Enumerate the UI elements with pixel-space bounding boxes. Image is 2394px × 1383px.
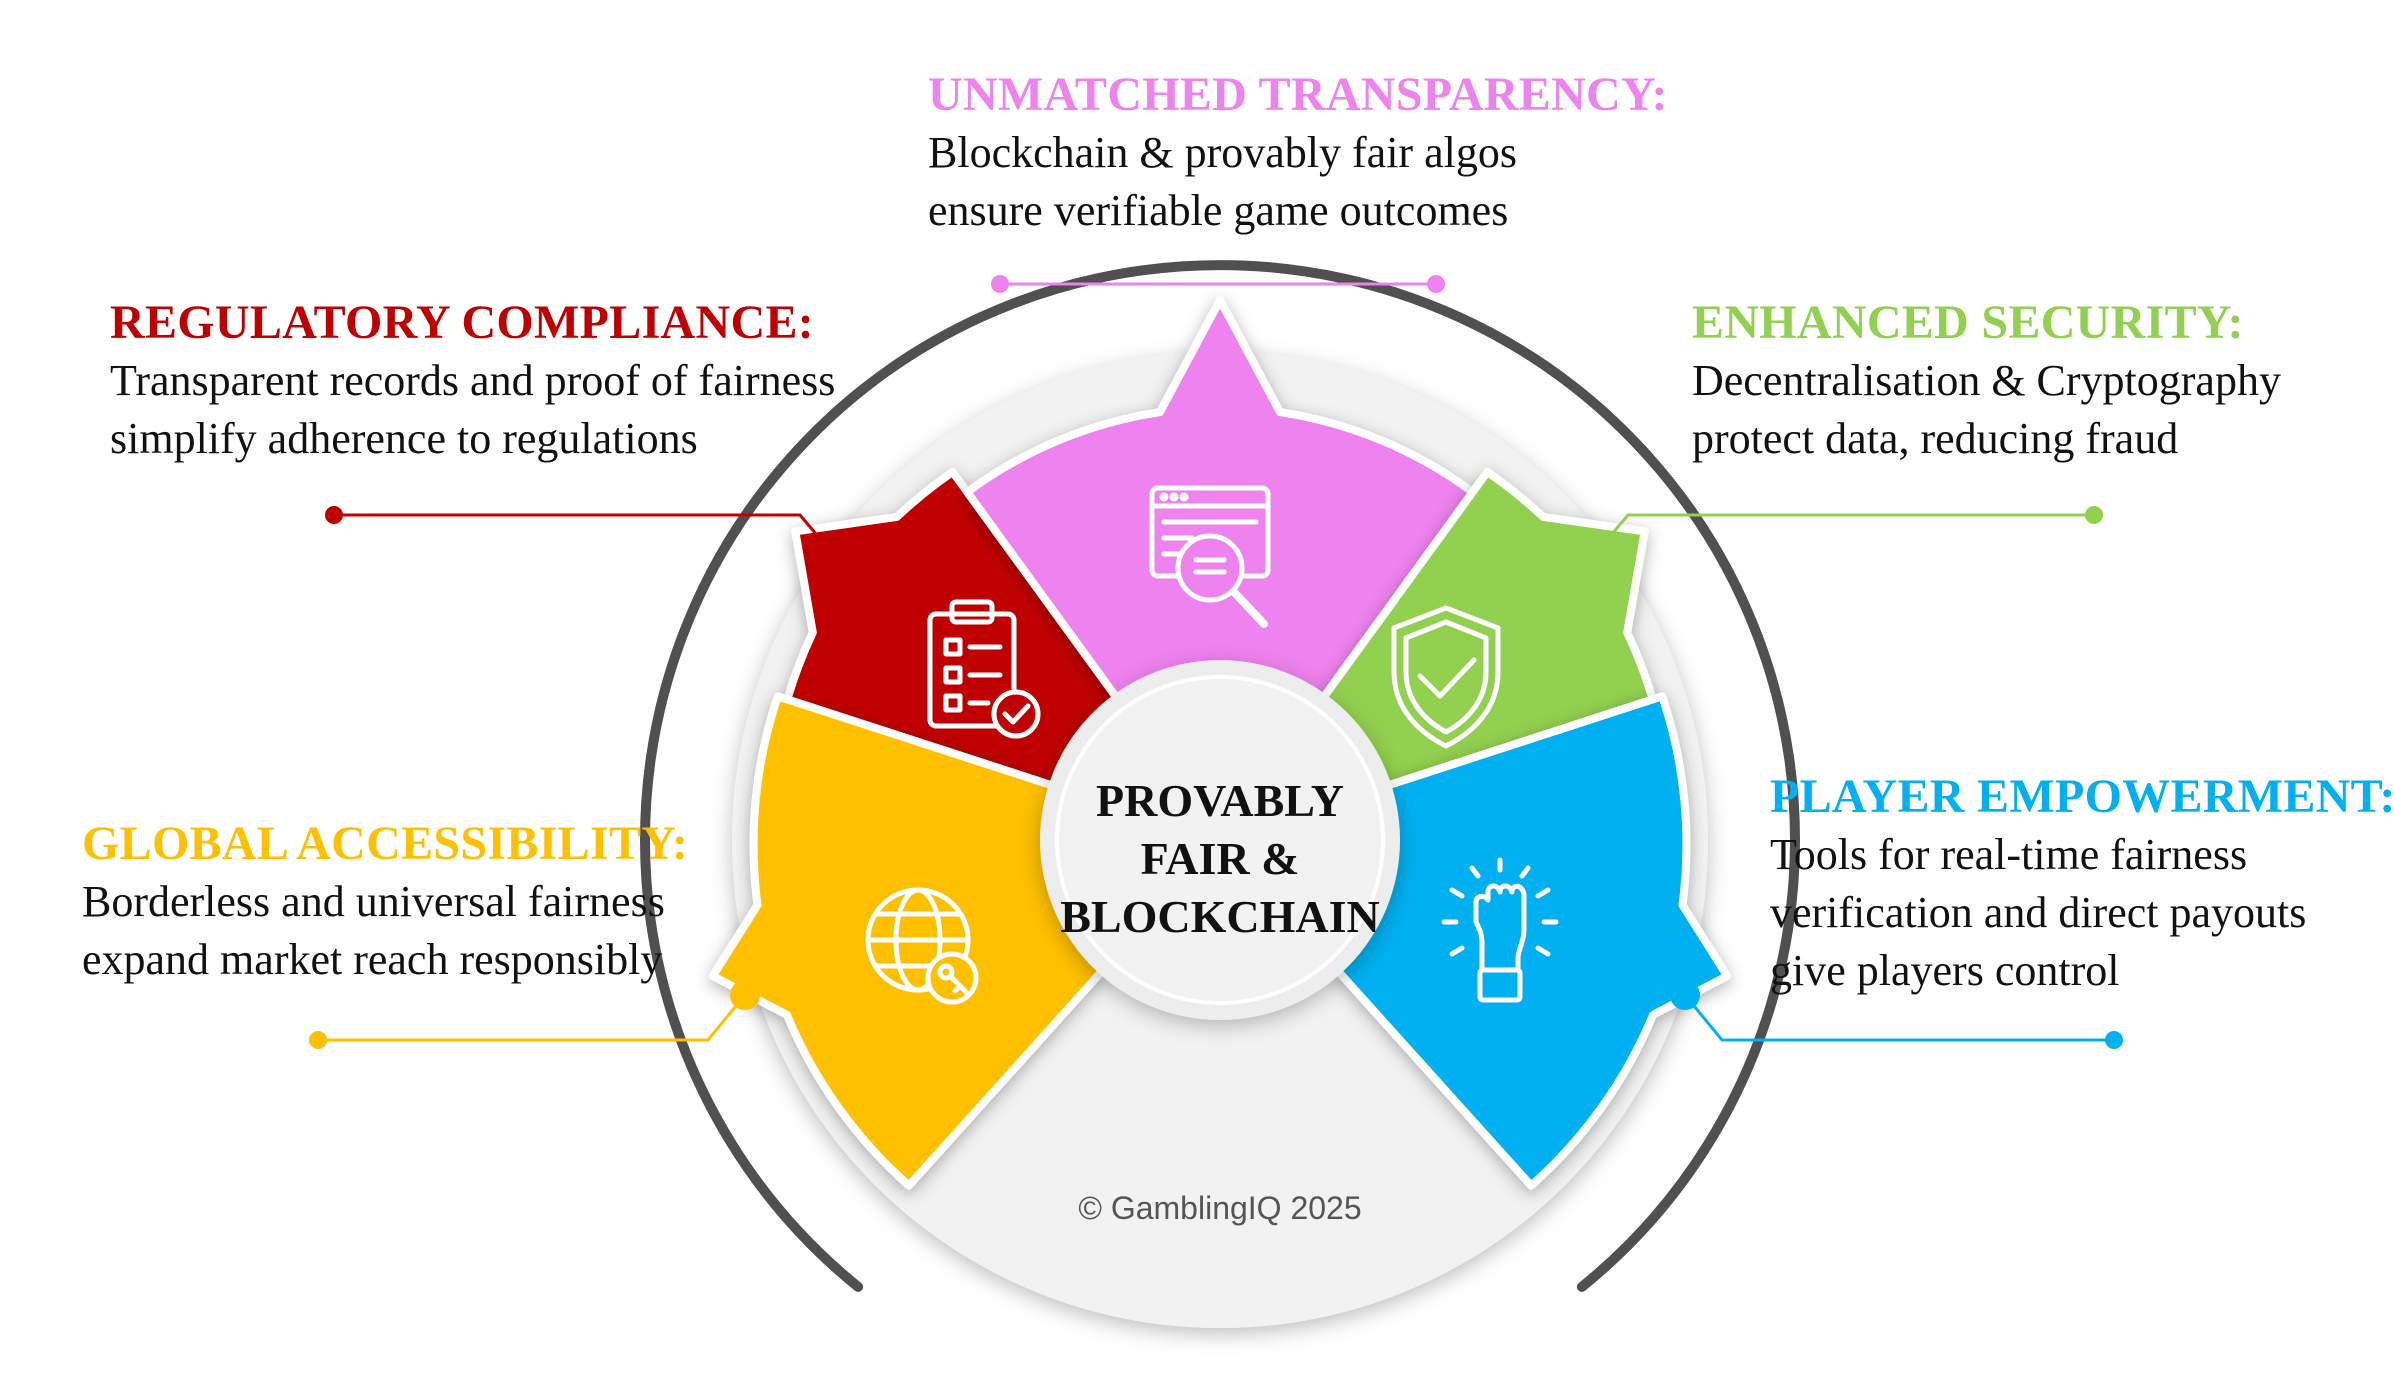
connector-empowerment xyxy=(1670,980,2123,1049)
raised-fist-icon xyxy=(1441,857,1559,1003)
shield-check-icon xyxy=(1391,605,1501,749)
checklist-icon xyxy=(927,599,1041,739)
heading-empowerment: PLAYER EMPOWERMENT: xyxy=(1770,770,2394,823)
text-empowerment-line-2: verification and direct payouts xyxy=(1770,888,2307,937)
center-title-line-2: FAIR & xyxy=(1140,833,1300,884)
center-title-line-1: PROVABLY xyxy=(1096,775,1344,826)
text-accessibility-line-2: expand market reach responsibly xyxy=(82,935,663,984)
connector-transparency xyxy=(991,275,1445,383)
connector-security xyxy=(1575,506,2103,575)
block-accessibility: GLOBAL ACCESSIBILITY: Borderless and uni… xyxy=(82,815,688,989)
text-transparency-line-2: ensure verifiable game outcomes xyxy=(928,186,1509,235)
block-empowerment: PLAYER EMPOWERMENT: Tools for real-time … xyxy=(1770,768,2394,1000)
text-accessibility-line-1: Borderless and universal fairness xyxy=(82,877,665,926)
globe-key-icon xyxy=(865,887,979,1005)
text-compliance-line-1: Transparent records and proof of fairnes… xyxy=(110,356,836,405)
text-security-line-1: Decentralisation & Cryptography xyxy=(1692,356,2281,405)
outer-ring-arc xyxy=(640,260,1800,1292)
text-security-line-2: protect data, reducing fraud xyxy=(1692,414,2179,463)
text-empowerment-line-3: give players control xyxy=(1770,946,2120,995)
center-title-line-3: BLOCKCHAIN xyxy=(1060,891,1380,942)
text-compliance-line-2: simplify adherence to regulations xyxy=(110,414,698,463)
text-transparency-line-1: Blockchain & provably fair algos xyxy=(928,128,1517,177)
copyright-text: © GamblingIQ 2025 xyxy=(1078,1190,1362,1226)
connector-compliance xyxy=(325,506,853,575)
connector-accessibility xyxy=(309,980,760,1049)
block-security: ENHANCED SECURITY: Decentralisation & Cr… xyxy=(1692,294,2281,468)
heading-transparency: UNMATCHED TRANSPARENCY: xyxy=(928,68,1668,121)
block-transparency: UNMATCHED TRANSPARENCY: Blockchain & pro… xyxy=(928,66,1668,240)
text-empowerment-line-1: Tools for real-time fairness xyxy=(1770,830,2248,879)
heading-accessibility: GLOBAL ACCESSIBILITY: xyxy=(82,817,689,870)
hub-inner-disc xyxy=(1055,675,1385,1005)
block-compliance: REGULATORY COMPLIANCE: Transparent recor… xyxy=(110,294,835,468)
center-title: PROVABLY FAIR & BLOCKCHAIN xyxy=(1040,772,1400,946)
heading-security: ENHANCED SECURITY: xyxy=(1692,296,2244,349)
heading-compliance: REGULATORY COMPLIANCE: xyxy=(110,296,815,349)
browser-search-icon xyxy=(1149,485,1271,628)
